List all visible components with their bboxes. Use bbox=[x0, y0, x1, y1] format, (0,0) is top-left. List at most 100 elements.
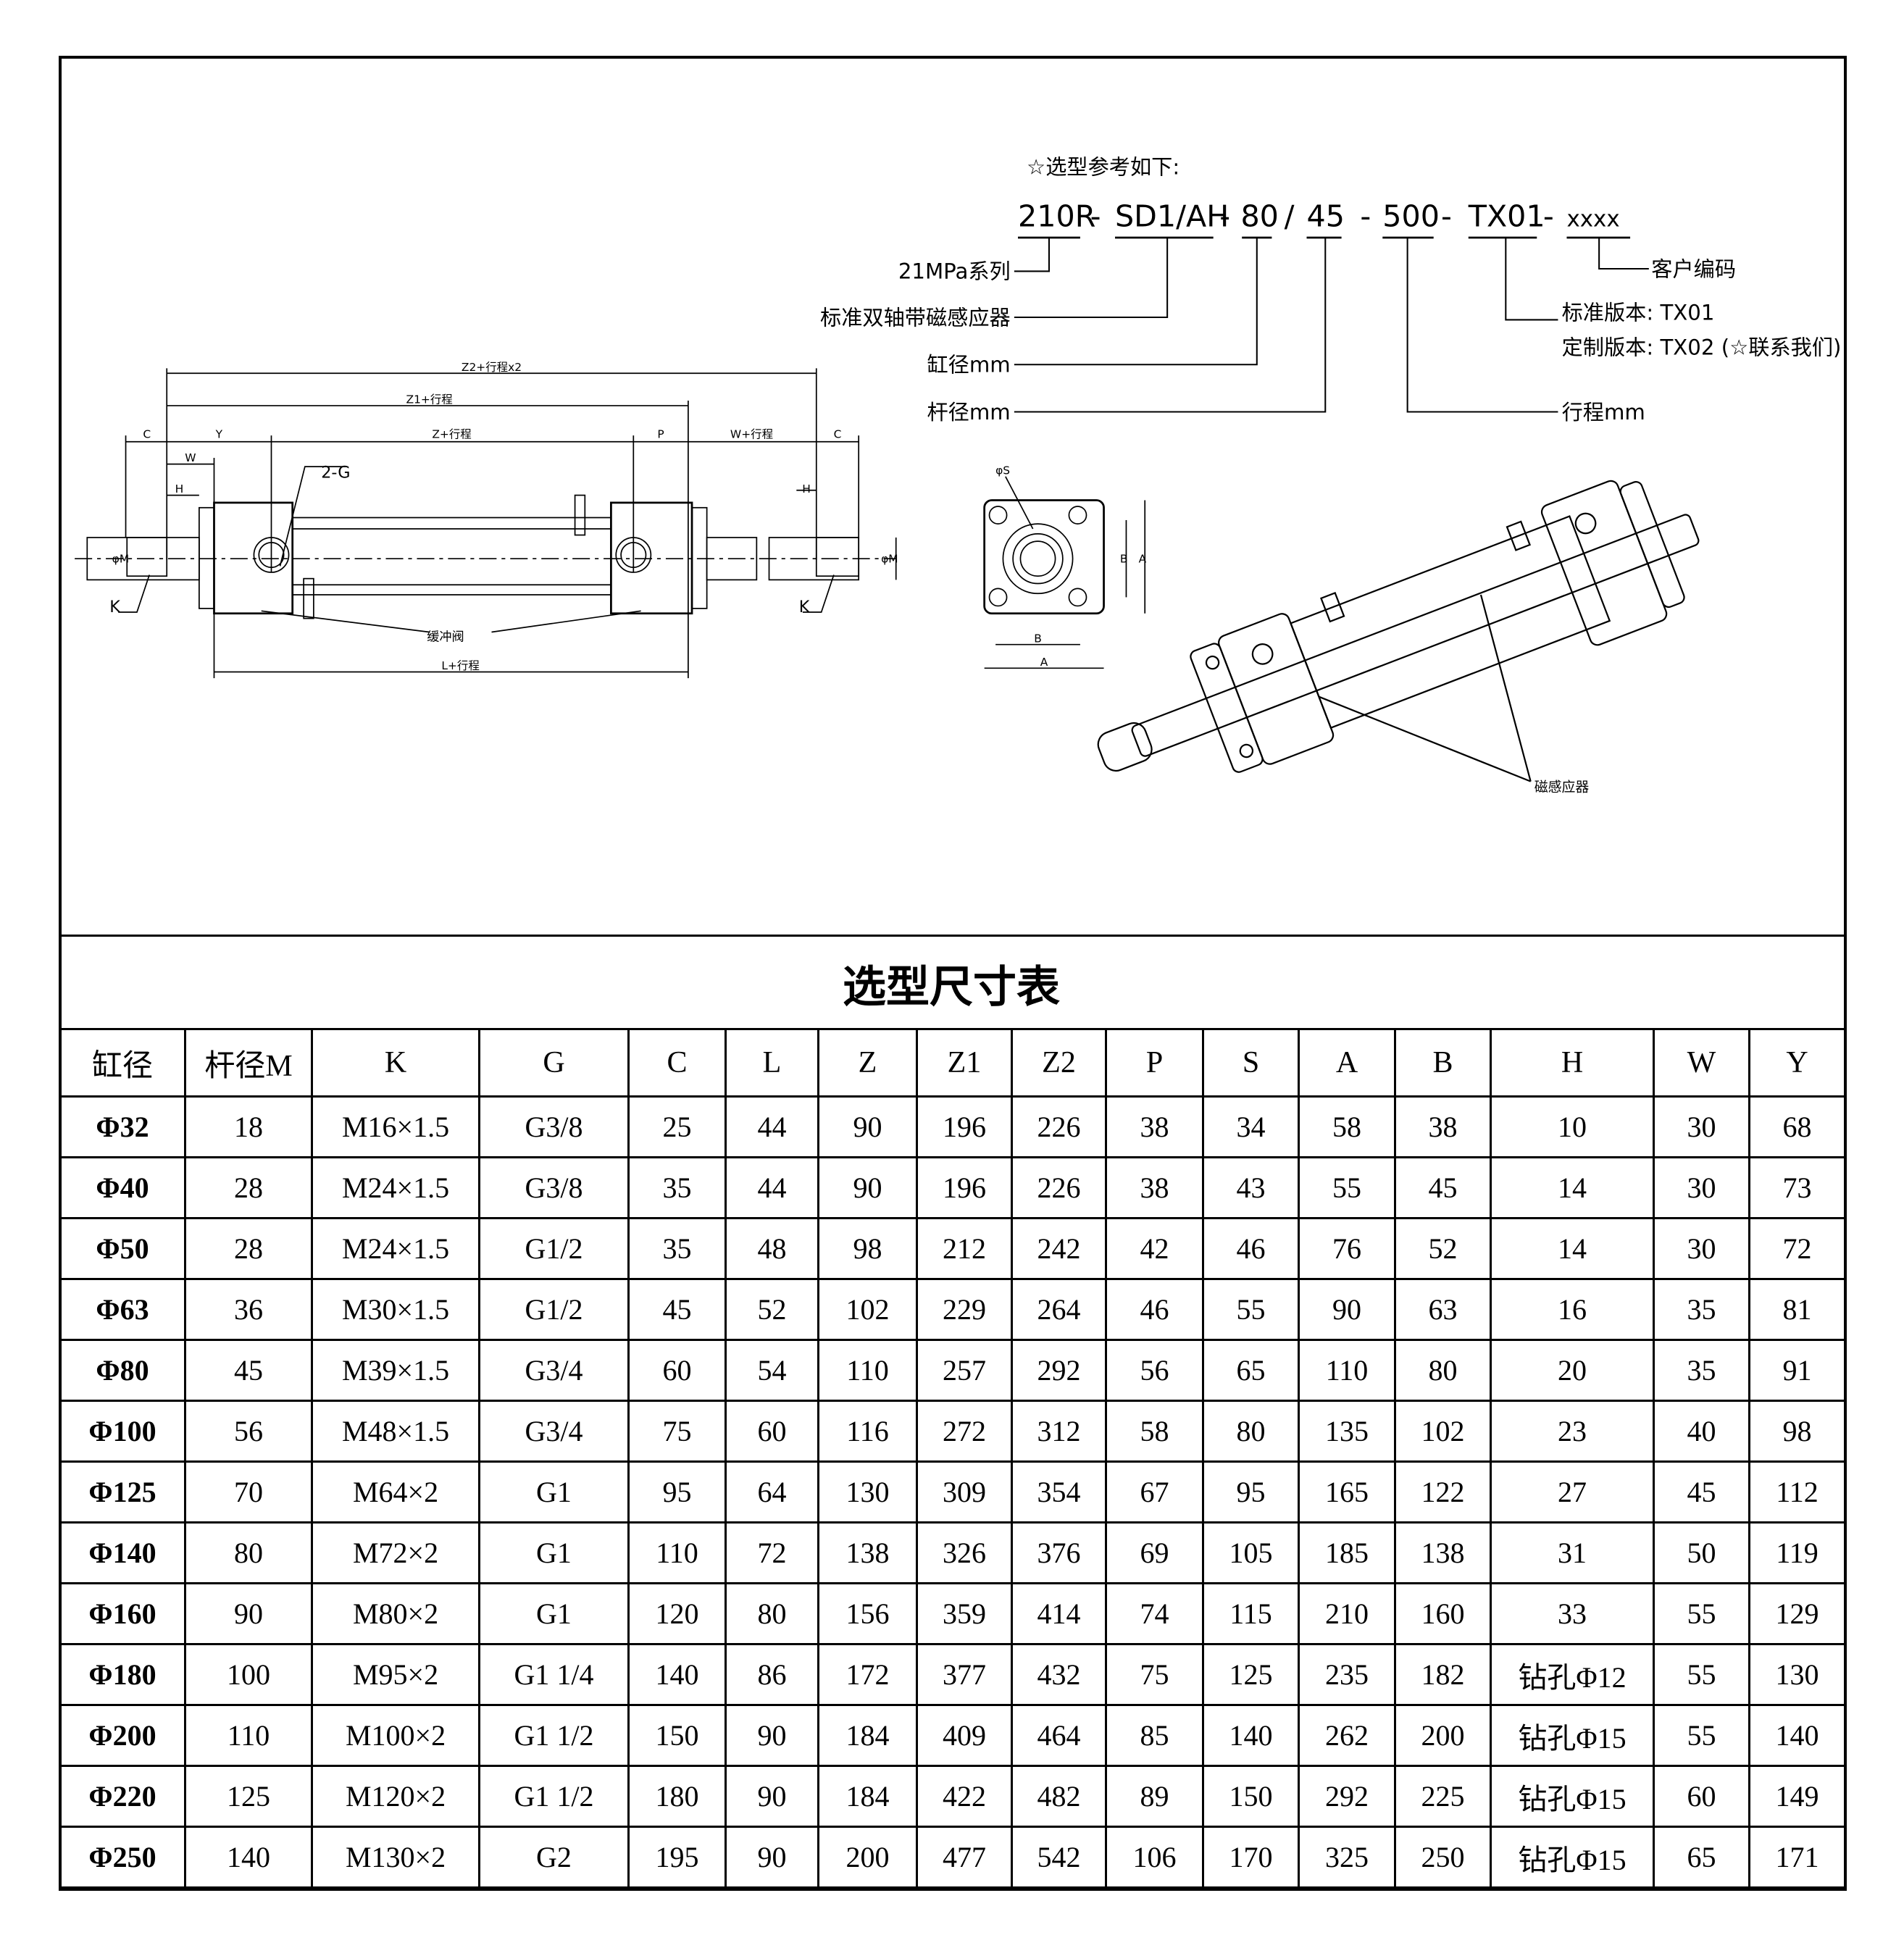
column-header: Z bbox=[817, 1028, 918, 1098]
table-cell: 48 bbox=[725, 1217, 819, 1280]
table-cell: 65 bbox=[1202, 1339, 1300, 1402]
table-cell: 106 bbox=[1105, 1826, 1204, 1889]
table-cell: 60 bbox=[725, 1400, 819, 1463]
code-series: 210R bbox=[1018, 199, 1095, 234]
table-cell: 150 bbox=[627, 1704, 727, 1767]
table-cell: 264 bbox=[1011, 1278, 1107, 1341]
table-cell: 482 bbox=[1011, 1765, 1107, 1828]
table-cell: 68 bbox=[1748, 1095, 1846, 1158]
label-stroke: 行程mm bbox=[1562, 400, 1645, 425]
table-cell: 95 bbox=[1202, 1460, 1300, 1524]
table-cell: 414 bbox=[1011, 1582, 1107, 1645]
table-cell: G3/4 bbox=[478, 1400, 630, 1463]
table-cell: 28 bbox=[184, 1217, 313, 1280]
table-cell: 376 bbox=[1011, 1521, 1107, 1584]
table-cell: 34 bbox=[1202, 1095, 1300, 1158]
table-cell: 272 bbox=[916, 1400, 1013, 1463]
table-cell: 80 bbox=[1394, 1339, 1492, 1402]
table-cell: 50 bbox=[1653, 1521, 1750, 1584]
table-cell: 30 bbox=[1653, 1217, 1750, 1280]
dim-a-horizontal: A bbox=[1040, 656, 1048, 669]
dim-m-right: φM bbox=[881, 552, 898, 565]
table-cell: 46 bbox=[1105, 1278, 1204, 1341]
table-cell: 73 bbox=[1748, 1156, 1846, 1219]
table-cell: 67 bbox=[1105, 1460, 1204, 1524]
table-cell: 235 bbox=[1298, 1643, 1396, 1706]
table-cell: 409 bbox=[916, 1704, 1013, 1767]
dim-z1: Z1+行程 bbox=[406, 393, 453, 406]
label-customer-code: 客户编码 bbox=[1651, 256, 1736, 281]
table-cell: 40 bbox=[1653, 1400, 1750, 1463]
table-cell: 98 bbox=[1748, 1400, 1846, 1463]
table-cell: 200 bbox=[1394, 1704, 1492, 1767]
table-cell: 38 bbox=[1394, 1095, 1492, 1158]
bore-cell: Φ100 bbox=[59, 1400, 186, 1463]
table-cell: M95×2 bbox=[311, 1643, 480, 1706]
table-cell: 74 bbox=[1105, 1582, 1204, 1645]
table-cell: 110 bbox=[184, 1704, 313, 1767]
table-cell: G1 bbox=[478, 1582, 630, 1645]
dim-h-left: H bbox=[175, 482, 184, 496]
table-cell: 58 bbox=[1298, 1095, 1396, 1158]
table-cell: 102 bbox=[1394, 1400, 1492, 1463]
table-cell: 110 bbox=[627, 1521, 727, 1584]
table-cell: 52 bbox=[725, 1278, 819, 1341]
code-sep: - bbox=[1090, 199, 1101, 234]
table-cell: 377 bbox=[916, 1643, 1013, 1706]
label-bore: 缸径mm bbox=[927, 353, 1010, 377]
table-cell: 135 bbox=[1298, 1400, 1396, 1463]
table-cell: M72×2 bbox=[311, 1521, 480, 1584]
table-cell: 58 bbox=[1105, 1400, 1204, 1463]
code-sep: - bbox=[1543, 199, 1554, 234]
table-cell: M100×2 bbox=[311, 1704, 480, 1767]
table-cell: 钻孔Φ12 bbox=[1490, 1643, 1655, 1706]
table-cell: 44 bbox=[725, 1156, 819, 1219]
table-cell: 262 bbox=[1298, 1704, 1396, 1767]
bore-cell: Φ125 bbox=[59, 1460, 186, 1524]
table-cell: 69 bbox=[1105, 1521, 1204, 1584]
bore-cell: Φ250 bbox=[59, 1826, 186, 1889]
bore-cell: Φ180 bbox=[59, 1643, 186, 1706]
table-cell: G1 1/4 bbox=[478, 1643, 630, 1706]
table-cell: 138 bbox=[817, 1521, 918, 1584]
table-cell: 156 bbox=[817, 1582, 918, 1645]
table-title: 选型尺寸表 bbox=[59, 935, 1844, 1030]
table-cell: 35 bbox=[627, 1156, 727, 1219]
table-cell: G3/8 bbox=[478, 1156, 630, 1219]
dim-w-stroke: W+行程 bbox=[730, 428, 773, 441]
table-cell: 23 bbox=[1490, 1400, 1655, 1463]
table-cell: 95 bbox=[627, 1460, 727, 1524]
table-cell: 129 bbox=[1748, 1582, 1846, 1645]
table-cell: 31 bbox=[1490, 1521, 1655, 1584]
table-cell: 125 bbox=[184, 1765, 313, 1828]
table-cell: 170 bbox=[1202, 1826, 1300, 1889]
table-cell: 171 bbox=[1748, 1826, 1846, 1889]
table-cell: 54 bbox=[725, 1339, 819, 1402]
table-cell: 85 bbox=[1105, 1704, 1204, 1767]
column-header: C bbox=[627, 1028, 727, 1098]
table-cell: 196 bbox=[916, 1156, 1013, 1219]
table-cell: 120 bbox=[627, 1582, 727, 1645]
column-header: Z2 bbox=[1011, 1028, 1107, 1098]
table-cell: 225 bbox=[1394, 1765, 1492, 1828]
dim-b-vertical: B bbox=[1120, 552, 1128, 565]
table-cell: 35 bbox=[627, 1217, 727, 1280]
code-bore: 80 bbox=[1240, 199, 1278, 234]
table-cell: 55 bbox=[1653, 1582, 1750, 1645]
table-cell: 110 bbox=[1298, 1339, 1396, 1402]
code-customer: xxxx bbox=[1566, 206, 1619, 233]
table-cell: M24×1.5 bbox=[311, 1156, 480, 1219]
port-label: 2-G bbox=[321, 464, 350, 482]
dim-z2: Z2+行程x2 bbox=[462, 361, 522, 374]
table-cell: M120×2 bbox=[311, 1765, 480, 1828]
table-cell: 309 bbox=[916, 1460, 1013, 1524]
